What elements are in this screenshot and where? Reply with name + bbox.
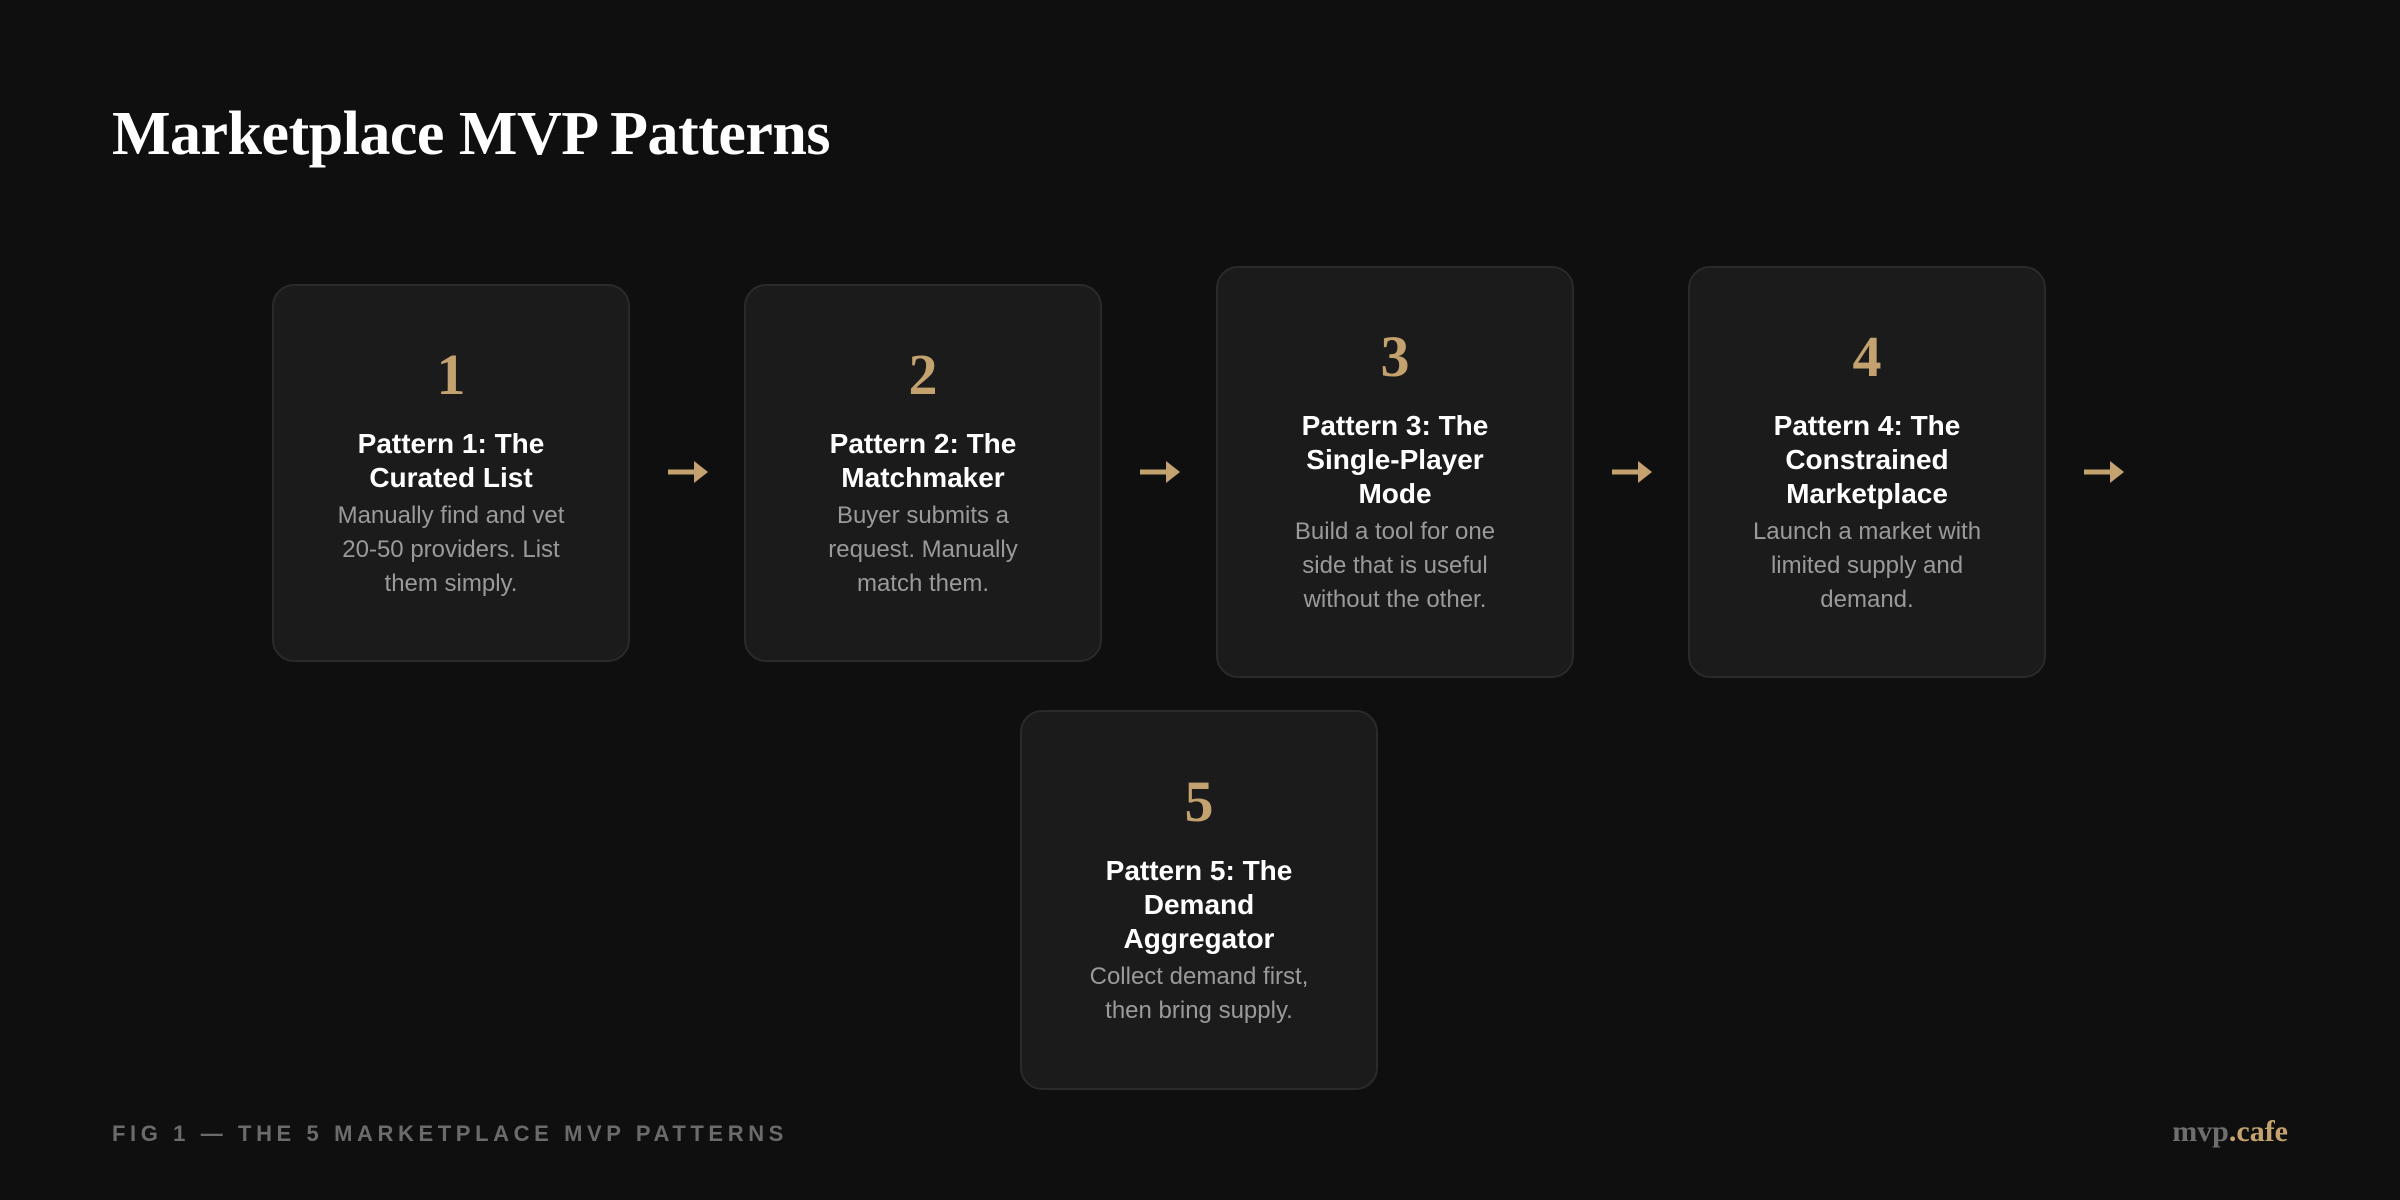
pattern-title: Pattern 4: The Constrained Marketplace: [1773, 410, 1961, 509]
arrow-right-icon: [1612, 460, 1652, 484]
pattern-number: 3: [1380, 324, 1410, 389]
brand-logo: mvp.cafe: [2172, 1112, 2288, 1152]
arrow-right-icon: [1140, 460, 1180, 484]
pattern-description: Buyer submits a request. Manually match …: [828, 502, 1018, 597]
pattern-card-5: 5 Pattern 5: The Demand Aggregator Colle…: [1020, 710, 1378, 1090]
pattern-number: 5: [1184, 769, 1214, 834]
pattern-title: Pattern 5: The Demand Aggregator: [1105, 855, 1293, 954]
pattern-number: 1: [436, 342, 466, 407]
pattern-card-2: 2 Pattern 2: The Matchmaker Buyer submit…: [744, 284, 1102, 662]
pattern-description: Manually find and vet 20-50 providers. L…: [337, 502, 565, 597]
pattern-card-4: 4 Pattern 4: The Constrained Marketplace…: [1688, 266, 2046, 678]
figure-caption: FIG 1 — THE 5 MARKETPLACE MVP PATTERNS: [112, 1121, 788, 1146]
pattern-number: 4: [1852, 324, 1882, 389]
pattern-title: Pattern 3: The Single-Player Mode: [1301, 410, 1489, 509]
page-title: Marketplace MVP Patterns: [112, 100, 830, 168]
pattern-description: Build a tool for one side that is useful…: [1294, 518, 1496, 613]
arrow-right-icon: [668, 460, 708, 484]
pattern-description: Launch a market with limited supply and …: [1752, 518, 1982, 613]
pattern-title: Pattern 1: The Curated List: [357, 428, 545, 493]
arrow-right-icon: [2084, 460, 2124, 484]
logo-primary: mvp: [2172, 1115, 2229, 1148]
pattern-number: 2: [908, 342, 938, 407]
pattern-title: Pattern 2: The Matchmaker: [829, 428, 1017, 493]
pattern-card-1: 1 Pattern 1: The Curated List Manually f…: [272, 284, 630, 662]
logo-secondary: .cafe: [2228, 1115, 2288, 1148]
pattern-description: Collect demand first, then bring supply.: [1089, 963, 1309, 1024]
pattern-card-3: 3 Pattern 3: The Single-Player Mode Buil…: [1216, 266, 1574, 678]
